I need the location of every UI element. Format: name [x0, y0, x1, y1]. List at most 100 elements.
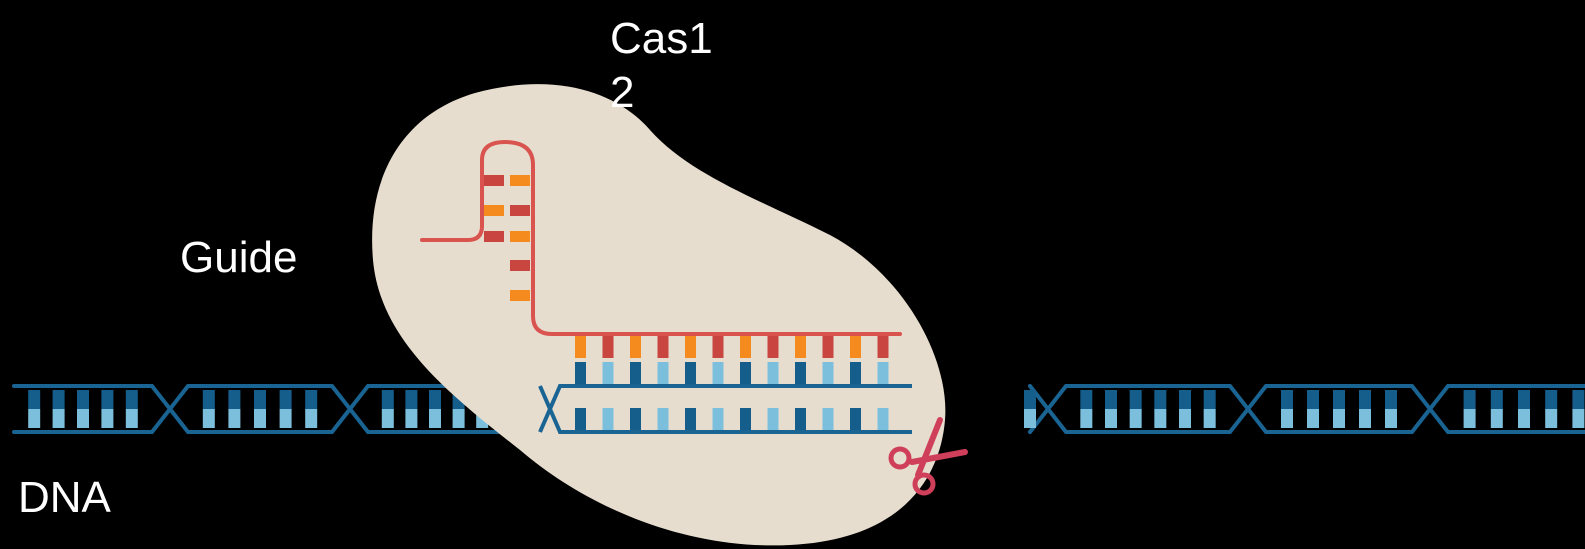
- hairpin-base-right: [510, 260, 530, 271]
- base-pair-bottom: [1385, 409, 1397, 428]
- base-pair-top: [1491, 390, 1503, 409]
- base-pair-top: [1204, 390, 1216, 409]
- base-pair-bottom: [126, 409, 138, 428]
- nontarget-base: [795, 408, 806, 430]
- spacer-base: [630, 336, 641, 358]
- base-pair-top: [1154, 390, 1166, 409]
- base-pair-bottom: [53, 409, 65, 428]
- base-pair-bottom: [1024, 409, 1036, 428]
- spacer-base: [740, 336, 751, 358]
- dna-label: DNA: [18, 476, 111, 520]
- base-pair-top: [1464, 390, 1476, 409]
- base-pair-bottom: [305, 409, 317, 428]
- target-base: [713, 362, 724, 384]
- base-pair-bottom: [453, 409, 465, 428]
- target-base: [658, 362, 669, 384]
- base-pair-bottom: [1518, 409, 1530, 428]
- spacer-base: [768, 336, 779, 358]
- base-pair-bottom: [1154, 409, 1166, 428]
- hairpin-base-left: [484, 205, 504, 216]
- spacer-base: [713, 336, 724, 358]
- base-pair-bottom: [1130, 409, 1142, 428]
- base-pair-top: [1518, 390, 1530, 409]
- base-pair-top: [1385, 390, 1397, 409]
- base-pair-bottom: [382, 409, 394, 428]
- base-pair-top: [1359, 390, 1371, 409]
- base-pair-bottom: [254, 409, 266, 428]
- base-pair-top: [382, 390, 394, 409]
- base-pair-top: [228, 390, 240, 409]
- base-pair-bottom: [429, 409, 441, 428]
- target-base: [878, 362, 889, 384]
- protein-label: Cas12: [610, 12, 730, 120]
- nontarget-base: [740, 408, 751, 430]
- base-pair-bottom: [1307, 409, 1319, 428]
- target-base: [740, 362, 751, 384]
- base-pair-bottom: [405, 409, 417, 428]
- base-pair-top: [1281, 390, 1293, 409]
- nontarget-base: [630, 408, 641, 430]
- base-pair-bottom: [280, 409, 292, 428]
- base-pair-top: [1572, 390, 1584, 409]
- base-pair-bottom: [1572, 409, 1584, 428]
- base-pair-top: [101, 390, 113, 409]
- hairpin-base-right: [510, 290, 530, 301]
- base-pair-top: [1080, 390, 1092, 409]
- base-pair-bottom: [1333, 409, 1345, 428]
- target-base: [603, 362, 614, 384]
- nontarget-base: [850, 408, 861, 430]
- nontarget-base: [768, 408, 779, 430]
- cas12-protein-body: [372, 84, 945, 545]
- base-pair-bottom: [1179, 409, 1191, 428]
- base-pair-top: [254, 390, 266, 409]
- base-pair-top: [126, 390, 138, 409]
- spacer-base: [850, 336, 861, 358]
- target-base: [768, 362, 779, 384]
- base-pair-top: [405, 390, 417, 409]
- nontarget-base: [823, 408, 834, 430]
- base-pair-top: [77, 390, 89, 409]
- base-pair-bottom: [1491, 409, 1503, 428]
- base-pair-top: [1024, 390, 1036, 409]
- base-pair-top: [203, 390, 215, 409]
- spacer-base: [878, 336, 889, 358]
- target-base: [850, 362, 861, 384]
- nontarget-base: [603, 408, 614, 430]
- guide-label: Guide: [180, 236, 297, 280]
- spacer-base: [685, 336, 696, 358]
- base-pair-bottom: [1464, 409, 1476, 428]
- base-pair-bottom: [1281, 409, 1293, 428]
- spacer-base: [603, 336, 614, 358]
- base-pair-top: [1105, 390, 1117, 409]
- hairpin-base-right: [510, 205, 530, 216]
- spacer-base: [795, 336, 806, 358]
- base-pair-top: [305, 390, 317, 409]
- dna-double-helix-right: [1024, 386, 1585, 432]
- hairpin-base-left: [484, 175, 504, 186]
- target-base: [795, 362, 806, 384]
- target-base: [630, 362, 641, 384]
- target-base: [823, 362, 834, 384]
- nontarget-base: [878, 408, 889, 430]
- hairpin-base-left: [484, 231, 504, 242]
- nontarget-base: [658, 408, 669, 430]
- spacer-base: [658, 336, 669, 358]
- base-pair-bottom: [1105, 409, 1117, 428]
- base-pair-top: [53, 390, 65, 409]
- nontarget-base: [575, 408, 586, 430]
- base-pair-bottom: [1204, 409, 1216, 428]
- base-pair-bottom: [1359, 409, 1371, 428]
- base-pair-bottom: [1545, 409, 1557, 428]
- base-pair-top: [1545, 390, 1557, 409]
- base-pair-bottom: [101, 409, 113, 428]
- base-pair-top: [1130, 390, 1142, 409]
- base-pair-top: [1179, 390, 1191, 409]
- base-pair-bottom: [77, 409, 89, 428]
- spacer-base: [823, 336, 834, 358]
- base-pair-top: [280, 390, 292, 409]
- base-pair-top: [1307, 390, 1319, 409]
- nontarget-base: [713, 408, 724, 430]
- base-pair-bottom: [203, 409, 215, 428]
- hairpin-base-right: [510, 231, 530, 242]
